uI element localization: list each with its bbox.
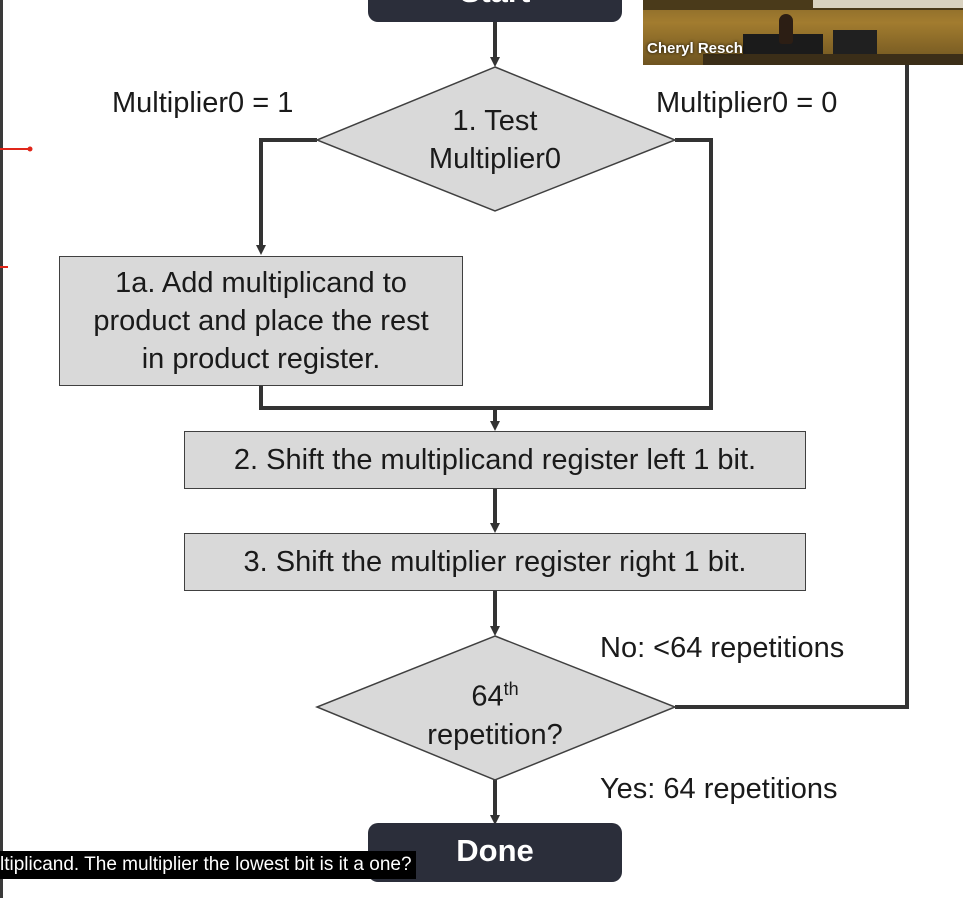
video-monitor bbox=[833, 30, 877, 56]
decision-test-line2: Multiplier0 bbox=[428, 143, 562, 175]
step-3-box: 3. Shift the multiplier register right 1… bbox=[184, 533, 806, 591]
step-2-box: 2. Shift the multiplicand register left … bbox=[184, 431, 806, 489]
branch-label-false: Multiplier0 = 0 bbox=[656, 87, 838, 119]
connector-add-to-merge bbox=[259, 386, 495, 410]
step-1a-box: 1a. Add multiplicand to product and plac… bbox=[59, 256, 463, 386]
step-1a-line3: in product register. bbox=[141, 343, 381, 375]
decision-repetition-shape bbox=[314, 635, 678, 781]
video-desk bbox=[703, 54, 963, 65]
speaker-video-thumbnail[interactable]: Cheryl Resch bbox=[643, 0, 963, 65]
connector-loop-back bbox=[675, 50, 909, 709]
step-1a-line2: product and place the rest bbox=[93, 305, 429, 337]
exit-label-yes: Yes: 64 repetitions bbox=[600, 773, 838, 805]
start-label: Start bbox=[460, 0, 531, 10]
repetition-number: 64 bbox=[471, 680, 504, 713]
done-label: Done bbox=[456, 832, 534, 868]
decision-test-multiplier-shape bbox=[314, 66, 678, 212]
step-3-label: 3. Shift the multiplier register right 1… bbox=[243, 546, 747, 578]
decision-repetition-line2: repetition? bbox=[427, 718, 563, 751]
page-left-border bbox=[0, 0, 3, 898]
loop-label-no: No: <64 repetitions bbox=[600, 632, 845, 664]
video-window-light bbox=[813, 0, 963, 8]
video-speaker-figure bbox=[779, 14, 793, 44]
repetition-superscript: th bbox=[503, 679, 519, 699]
connector-test-bypass bbox=[495, 138, 713, 410]
step-1a-line1: 1a. Add multiplicand to bbox=[115, 267, 407, 299]
decision-repetition: 64th repetition? bbox=[395, 670, 595, 754]
speaker-name: Cheryl Resch bbox=[647, 40, 743, 57]
red-pen-dot bbox=[27, 146, 33, 152]
start-terminal: Start bbox=[368, 0, 622, 22]
branch-label-true: Multiplier0 = 1 bbox=[112, 87, 294, 119]
connector-test-to-add bbox=[256, 138, 317, 255]
video-ceiling bbox=[643, 0, 963, 10]
live-caption: ltiplicand. The multiplier the lowest bi… bbox=[0, 851, 416, 879]
decision-test-line1: 1. Test bbox=[452, 105, 538, 137]
decision-test-multiplier: 1. Test Multiplier0 bbox=[395, 102, 595, 178]
decision-repetition-line1: 64th bbox=[395, 670, 595, 716]
step-2-label: 2. Shift the multiplicand register left … bbox=[233, 444, 757, 476]
video-monitor bbox=[743, 34, 823, 56]
